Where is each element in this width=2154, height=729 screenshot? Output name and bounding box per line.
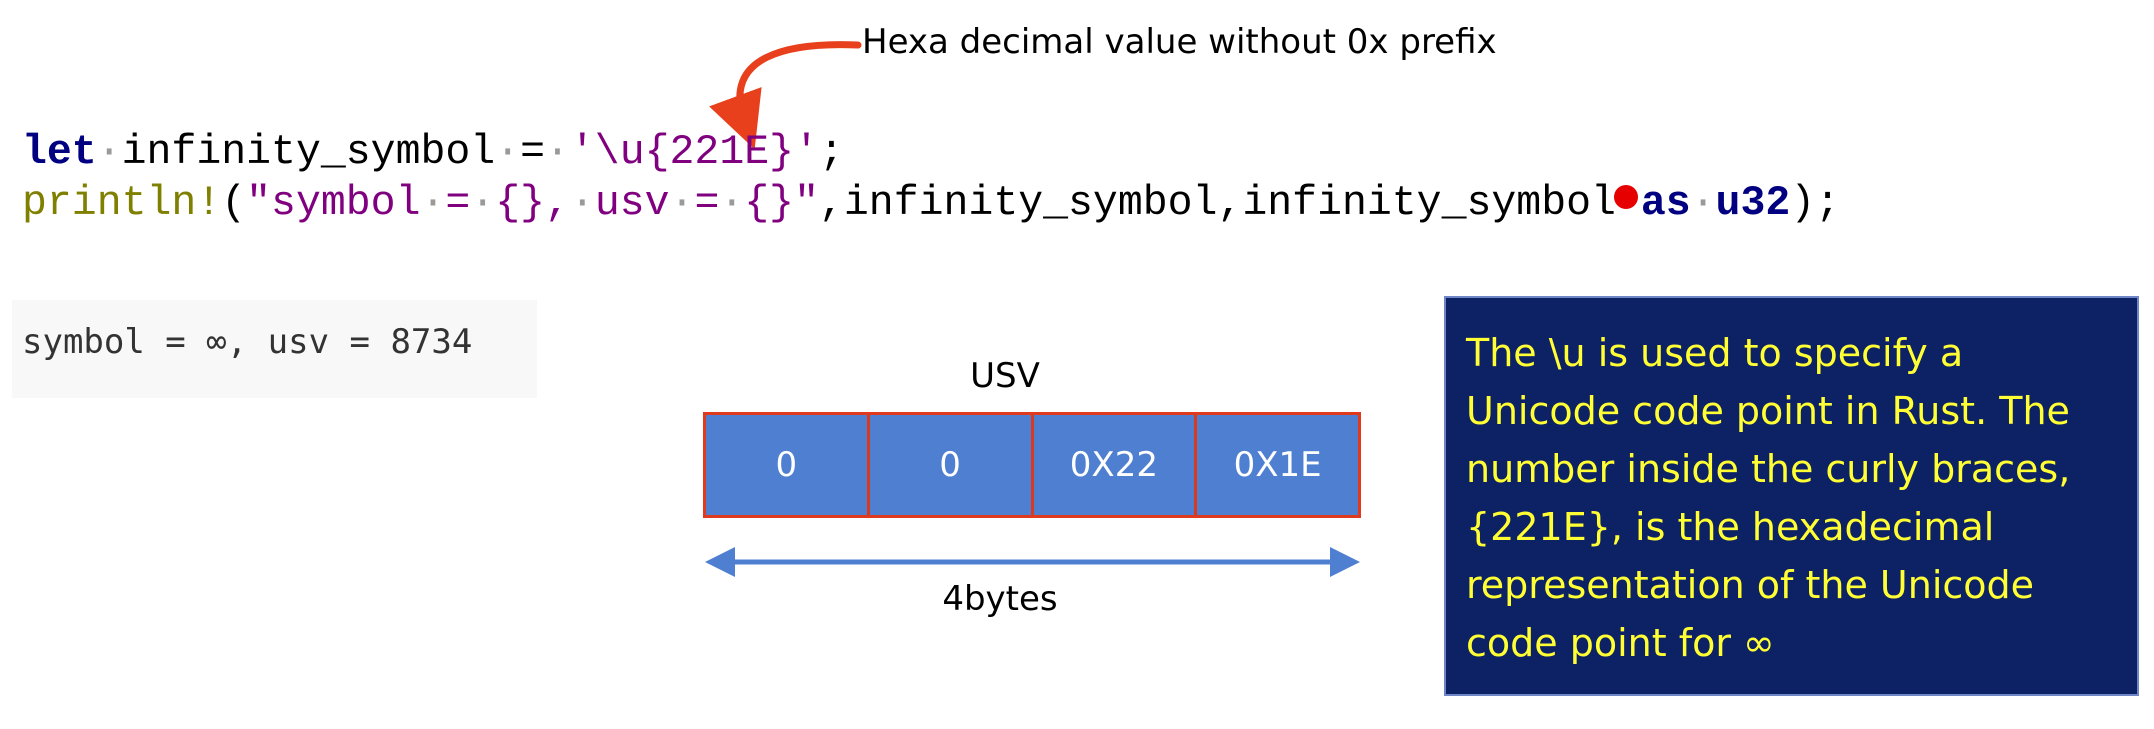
explanation-line: number inside the curly braces, xyxy=(1466,447,2071,491)
code-line-1: let·infinity_symbol·=·'\u{221E}'; xyxy=(22,129,844,176)
code-type-u32: u32 xyxy=(1715,180,1791,227)
code-str-symbol: symbol xyxy=(271,180,421,227)
annotation-label: Hexa decimal value without 0x prefix xyxy=(862,22,1497,62)
code-str-brace2: {} xyxy=(744,180,795,227)
explanation-box: The \u is used to specify a Unicode code… xyxy=(1444,296,2139,696)
code-terminator: ; xyxy=(818,129,844,176)
code-open-paren: ( xyxy=(221,180,247,227)
code-equals: = xyxy=(520,129,545,176)
code-keyword-let: let xyxy=(22,129,97,176)
output-panel xyxy=(12,300,537,398)
code-macro: println! xyxy=(22,180,222,227)
usv-label: USV xyxy=(970,356,1040,396)
code-str-brace1: {}, xyxy=(495,180,570,227)
code-args: ,infinity_symbol,infinity_symbol xyxy=(818,180,1616,227)
byte-cell-2: 0 xyxy=(869,415,1031,515)
code-keyword-as: as xyxy=(1640,180,1691,227)
code-close: ); xyxy=(1790,180,1841,227)
explanation-line: code point for ∞ xyxy=(1466,621,1775,665)
code-str-eq2: = xyxy=(694,180,720,227)
code-var-name: infinity_symbol xyxy=(121,129,496,176)
byte-cell-1: 0 xyxy=(706,415,867,515)
code-str-usv: usv xyxy=(594,180,670,227)
code-str-eq1: = xyxy=(445,180,471,227)
code-char-literal: '\u{221E}' xyxy=(569,129,819,176)
explanation-line: {221E}, is the hexadecimal xyxy=(1466,505,1995,549)
output-text: symbol = ∞, usv = 8734 xyxy=(22,322,473,362)
code-line-2: println!("symbol·=·{},·usv·=·{}",infinit… xyxy=(22,180,1841,227)
usv-byte-row: 0 0 0X22 0X1E xyxy=(703,412,1361,518)
annotation-arrow xyxy=(709,41,862,150)
pointer-dot xyxy=(1614,185,1638,209)
byte-cell-3: 0X22 xyxy=(1033,415,1195,515)
explanation-line: The \u is used to specify a xyxy=(1466,331,1964,375)
byte-cell-4: 0X1E xyxy=(1197,415,1358,515)
explanation-line: representation of the Unicode xyxy=(1466,563,2035,607)
explanation-line: Unicode code point in Rust. The xyxy=(1466,389,2070,433)
size-label: 4bytes xyxy=(942,579,1058,619)
code-str-quote-close: " xyxy=(794,180,819,227)
code-str-quote-open: " xyxy=(246,180,272,227)
